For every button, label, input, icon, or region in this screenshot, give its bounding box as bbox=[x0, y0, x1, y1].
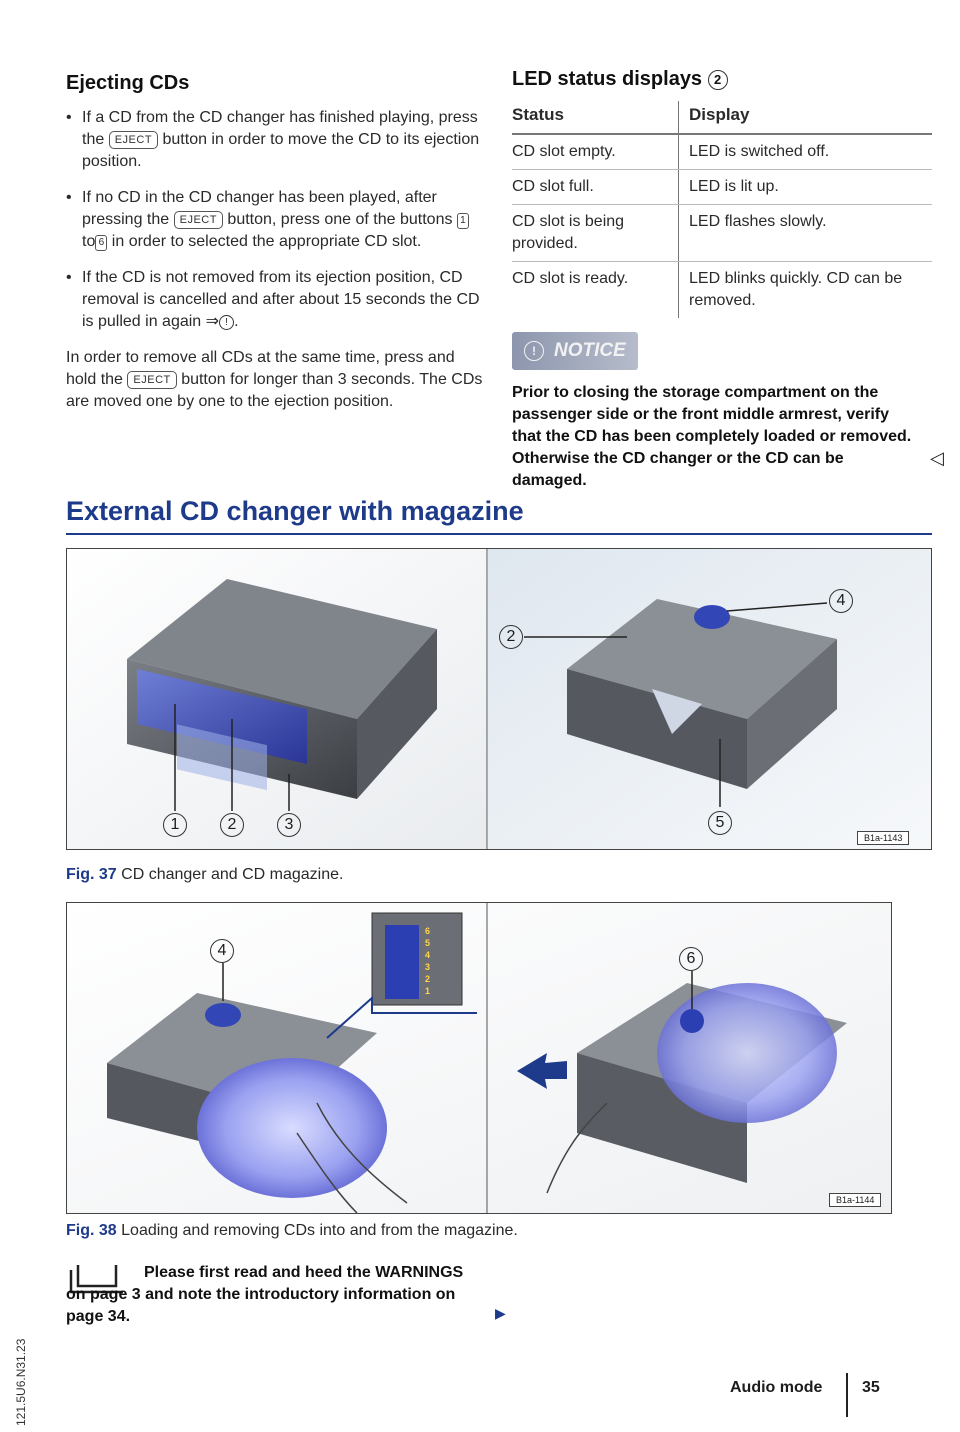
figure-37-illustration bbox=[67, 549, 931, 849]
figure-38-illustration bbox=[67, 903, 891, 1213]
eject-key: EJECT bbox=[108, 131, 159, 149]
remove-all-paragraph: In order to remove all CDs at the same t… bbox=[66, 349, 483, 410]
figure-code: B1a-1144 bbox=[829, 1193, 882, 1207]
magazine-slot-numbers: 6 5 4 3 2 1 bbox=[425, 926, 431, 996]
cd-changer-side bbox=[357, 629, 437, 799]
magazine-knob bbox=[694, 605, 730, 629]
notice-text: Prior to closing the storage compartment… bbox=[512, 384, 912, 489]
callout-4-loading: 4 bbox=[210, 939, 234, 963]
callout-2-magazine: 2 bbox=[499, 625, 523, 649]
right-column: LED status displays 2 Status Display CD … bbox=[512, 68, 932, 492]
table-row: CD slot is ready. LED blinks quickly. CD… bbox=[512, 261, 932, 318]
table-row: CD slot full. LED is lit up. bbox=[512, 169, 932, 205]
notice-label: NOTICE bbox=[554, 340, 626, 361]
section-title: External CD changer with magazine bbox=[66, 496, 524, 526]
button-1-key: 1 bbox=[456, 213, 469, 229]
led-heading: LED status displays 2 bbox=[512, 68, 932, 91]
notice-icon: ! bbox=[524, 341, 544, 361]
figure-code: B1a-1143 bbox=[857, 831, 910, 845]
display-column-header: Display bbox=[678, 101, 932, 135]
page-number: 35 bbox=[862, 1379, 880, 1396]
callout-5: 5 bbox=[708, 811, 732, 835]
callout-4: 4 bbox=[829, 589, 853, 613]
callout-6: 6 bbox=[679, 947, 703, 971]
callout-ref: 2 bbox=[707, 70, 728, 90]
cd-changer-top bbox=[127, 579, 437, 719]
continue-arrow: ▶ bbox=[495, 1305, 506, 1321]
figure-37: 1 2 3 2 4 5 B1a-1143 bbox=[66, 548, 932, 850]
magazine-top bbox=[567, 599, 837, 719]
caution-icon: ! bbox=[219, 315, 235, 330]
eject-key: EJECT bbox=[173, 211, 223, 229]
magazine-side bbox=[747, 639, 837, 789]
side-code: 121.5U6.N31.23 bbox=[14, 1338, 28, 1426]
table-header-row: Status Display bbox=[512, 101, 932, 135]
footer-divider bbox=[846, 1373, 848, 1417]
cd-disc bbox=[197, 1058, 387, 1198]
figure-38: 4 6 6 5 4 3 2 1 B1a-1144 bbox=[66, 902, 892, 1214]
magazine-front bbox=[567, 669, 747, 789]
notice-box: ! NOTICE bbox=[512, 332, 932, 370]
warnings-note: Please first read and heed the WARNINGS … bbox=[66, 1264, 464, 1325]
status-column-header: Status bbox=[512, 101, 679, 135]
table-row: CD slot empty. LED is switched off. bbox=[512, 134, 932, 170]
table-row: CD slot is being provided. LED flashes s… bbox=[512, 204, 932, 262]
section-rule bbox=[66, 533, 932, 535]
callout-2: 2 bbox=[220, 813, 244, 837]
bullet-3: If the CD is not removed from its ejecti… bbox=[66, 267, 486, 333]
bullet-2: If no CD in the CD changer has been play… bbox=[66, 187, 486, 253]
button-6-key: 6 bbox=[95, 235, 108, 251]
callout-3: 3 bbox=[277, 813, 301, 837]
left-column: Ejecting CDs If a CD from the CD changer… bbox=[66, 72, 486, 413]
eject-key: EJECT bbox=[127, 371, 177, 389]
bullet-1: If a CD from the CD changer has finished… bbox=[66, 107, 486, 173]
cross-ref-arrow: ⇒ bbox=[205, 313, 220, 330]
led-status-table: Status Display CD slot empty. LED is swi… bbox=[512, 101, 932, 318]
cd-slot-face bbox=[137, 669, 307, 764]
figure-37-caption: Fig. 37 CD changer and CD magazine. bbox=[66, 866, 344, 883]
ejecting-heading: Ejecting CDs bbox=[66, 72, 190, 94]
footer-section-name: Audio mode bbox=[730, 1379, 823, 1396]
insert-arrow-icon bbox=[517, 1053, 567, 1089]
end-mark: ◁ bbox=[930, 448, 944, 468]
book-icon bbox=[68, 1262, 126, 1296]
figure-38-caption: Fig. 38 Loading and removing CDs into an… bbox=[66, 1222, 518, 1239]
callout-1: 1 bbox=[163, 813, 187, 837]
